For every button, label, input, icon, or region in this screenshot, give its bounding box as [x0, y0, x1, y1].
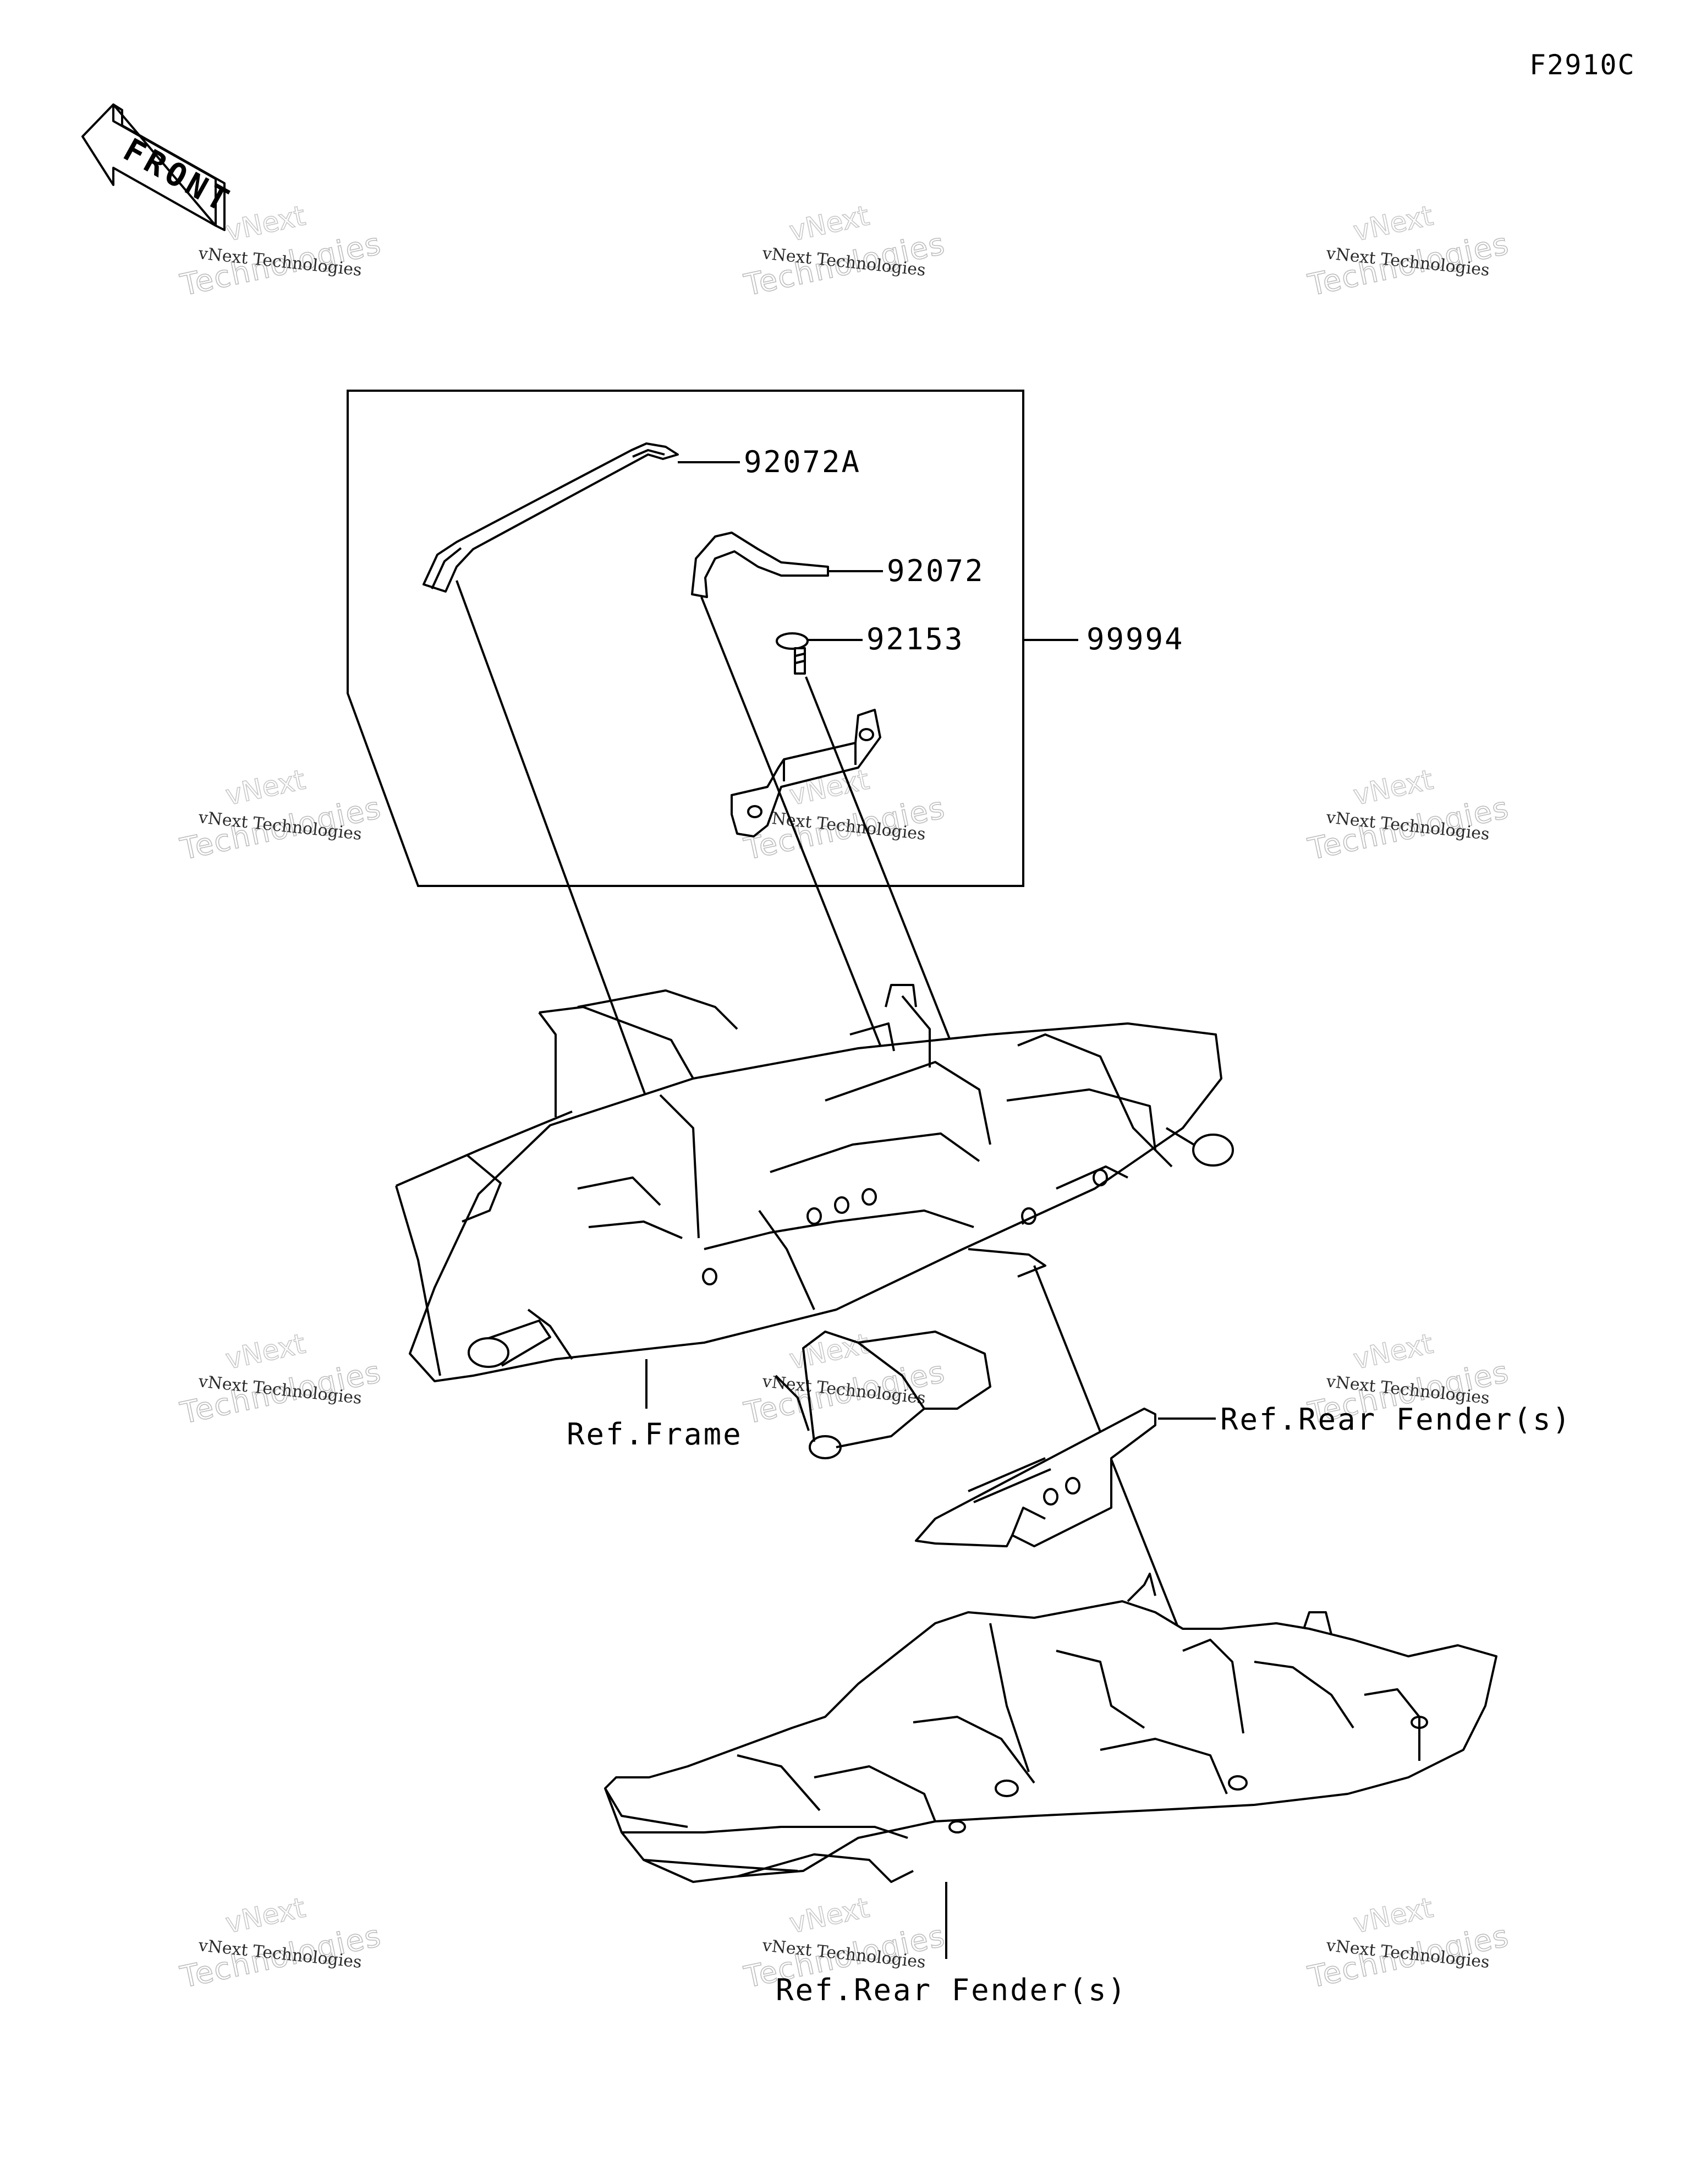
- kit-group-box: [347, 390, 1024, 887]
- watermark: vNext Technologies vNext Technologies: [1304, 1891, 1512, 1995]
- watermark: vNext Technologies vNext Technologies: [1304, 763, 1512, 867]
- watermark: vNext Technologies vNext Technologies: [1304, 199, 1512, 303]
- svg-text:vNext: vNext: [787, 1328, 872, 1376]
- watermark: vNext Technologies vNext Technologies: [177, 1327, 385, 1431]
- callout-ref-rear-fender-2: Ref.Rear Fender(s): [776, 1973, 1127, 2007]
- svg-text:vNext: vNext: [787, 200, 872, 248]
- bolt-92153-icon: [776, 632, 809, 675]
- svg-text:vNext: vNext: [1351, 200, 1436, 248]
- svg-text:vNext: vNext: [1351, 764, 1436, 812]
- watermark: vNext Technologies vNext Technologies: [177, 1891, 385, 1995]
- svg-text:vNext: vNext: [1351, 1892, 1436, 1940]
- rear-fender-body: [604, 1573, 1497, 1883]
- front-arrow-icon: FRONT: [81, 103, 239, 231]
- strap-92072: [691, 532, 829, 598]
- svg-text:vNext: vNext: [223, 764, 308, 812]
- callout-92072: 92072: [887, 554, 985, 588]
- mounting-bracket: [731, 709, 881, 838]
- callout-ref-rear-fender-1: Ref.Rear Fender(s): [1220, 1402, 1572, 1437]
- watermark: vNext Technologies vNext Technologies: [177, 763, 385, 867]
- svg-text:vNext: vNext: [223, 200, 308, 248]
- rear-fender-bracket: [915, 1408, 1156, 1547]
- svg-text:vNext: vNext: [223, 1892, 308, 1940]
- callout-92072a: 92072A: [744, 445, 861, 479]
- svg-text:vNext: vNext: [1351, 1328, 1436, 1376]
- callout-99994: 99994: [1087, 622, 1184, 656]
- diagram-code: F2910C: [1529, 49, 1636, 81]
- frame-assembly: [395, 984, 1234, 1459]
- watermark: vNext Technologies vNext Technologies: [740, 199, 948, 303]
- svg-text:vNext: vNext: [787, 1892, 872, 1940]
- callout-92153: 92153: [866, 622, 964, 656]
- strap-92072a: [422, 442, 679, 593]
- svg-text:vNext: vNext: [223, 1328, 308, 1376]
- callout-ref-frame: Ref.Frame: [567, 1417, 743, 1452]
